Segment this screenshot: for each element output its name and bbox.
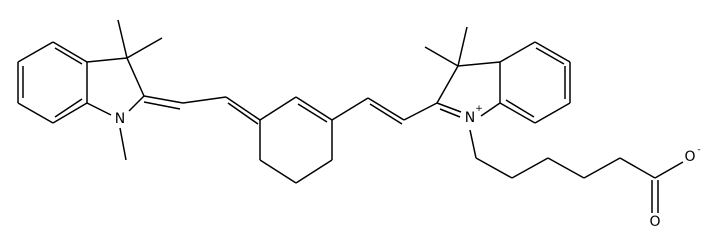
bond — [143, 95, 184, 104]
bond — [480, 102, 501, 117]
bond — [534, 41, 571, 63]
bond — [86, 102, 112, 116]
bond — [227, 102, 259, 125]
bond — [547, 157, 585, 179]
atom-labels: N N + O O - — [115, 104, 701, 230]
bond — [54, 98, 83, 118]
bond — [126, 37, 163, 59]
bond — [619, 157, 656, 179]
bond — [52, 41, 88, 63]
bond — [331, 97, 369, 121]
bond — [403, 102, 438, 121]
bond — [499, 41, 536, 63]
nitrogen-right-charge: + — [475, 104, 483, 114]
bond — [424, 46, 459, 67]
bond — [534, 102, 571, 124]
bond — [119, 127, 127, 161]
bond — [436, 102, 462, 113]
bond — [469, 129, 477, 159]
bond — [439, 108, 461, 118]
bond — [535, 47, 565, 65]
bond — [369, 103, 403, 125]
bond — [475, 157, 513, 179]
oxygen-anion-label: O — [684, 149, 695, 165]
oxygen-anion-charge: - — [697, 145, 700, 155]
bond — [654, 161, 684, 179]
bond — [52, 102, 88, 124]
bond — [143, 101, 181, 110]
bond — [499, 102, 536, 124]
bond — [259, 159, 297, 184]
bond — [17, 102, 54, 124]
bond — [297, 103, 328, 123]
bond — [367, 97, 405, 121]
bond — [128, 95, 145, 112]
bond — [17, 41, 54, 63]
bond — [505, 99, 535, 118]
bond — [117, 19, 128, 59]
bond — [511, 157, 549, 179]
bond — [225, 96, 261, 121]
nitrogen-right-label: N — [465, 110, 475, 126]
bond — [86, 57, 128, 63]
bond — [457, 61, 501, 67]
bond-skeleton — [17, 19, 684, 213]
nitrogen-left-label: N — [115, 111, 125, 127]
bond — [126, 57, 145, 97]
bond — [182, 96, 227, 104]
bond — [295, 96, 333, 121]
bond — [295, 159, 333, 184]
bond — [54, 47, 83, 65]
bond — [259, 96, 297, 121]
oxygen-carbonyl-label: O — [649, 214, 660, 230]
bond — [457, 26, 468, 67]
bond — [436, 65, 459, 104]
bond — [583, 157, 621, 179]
